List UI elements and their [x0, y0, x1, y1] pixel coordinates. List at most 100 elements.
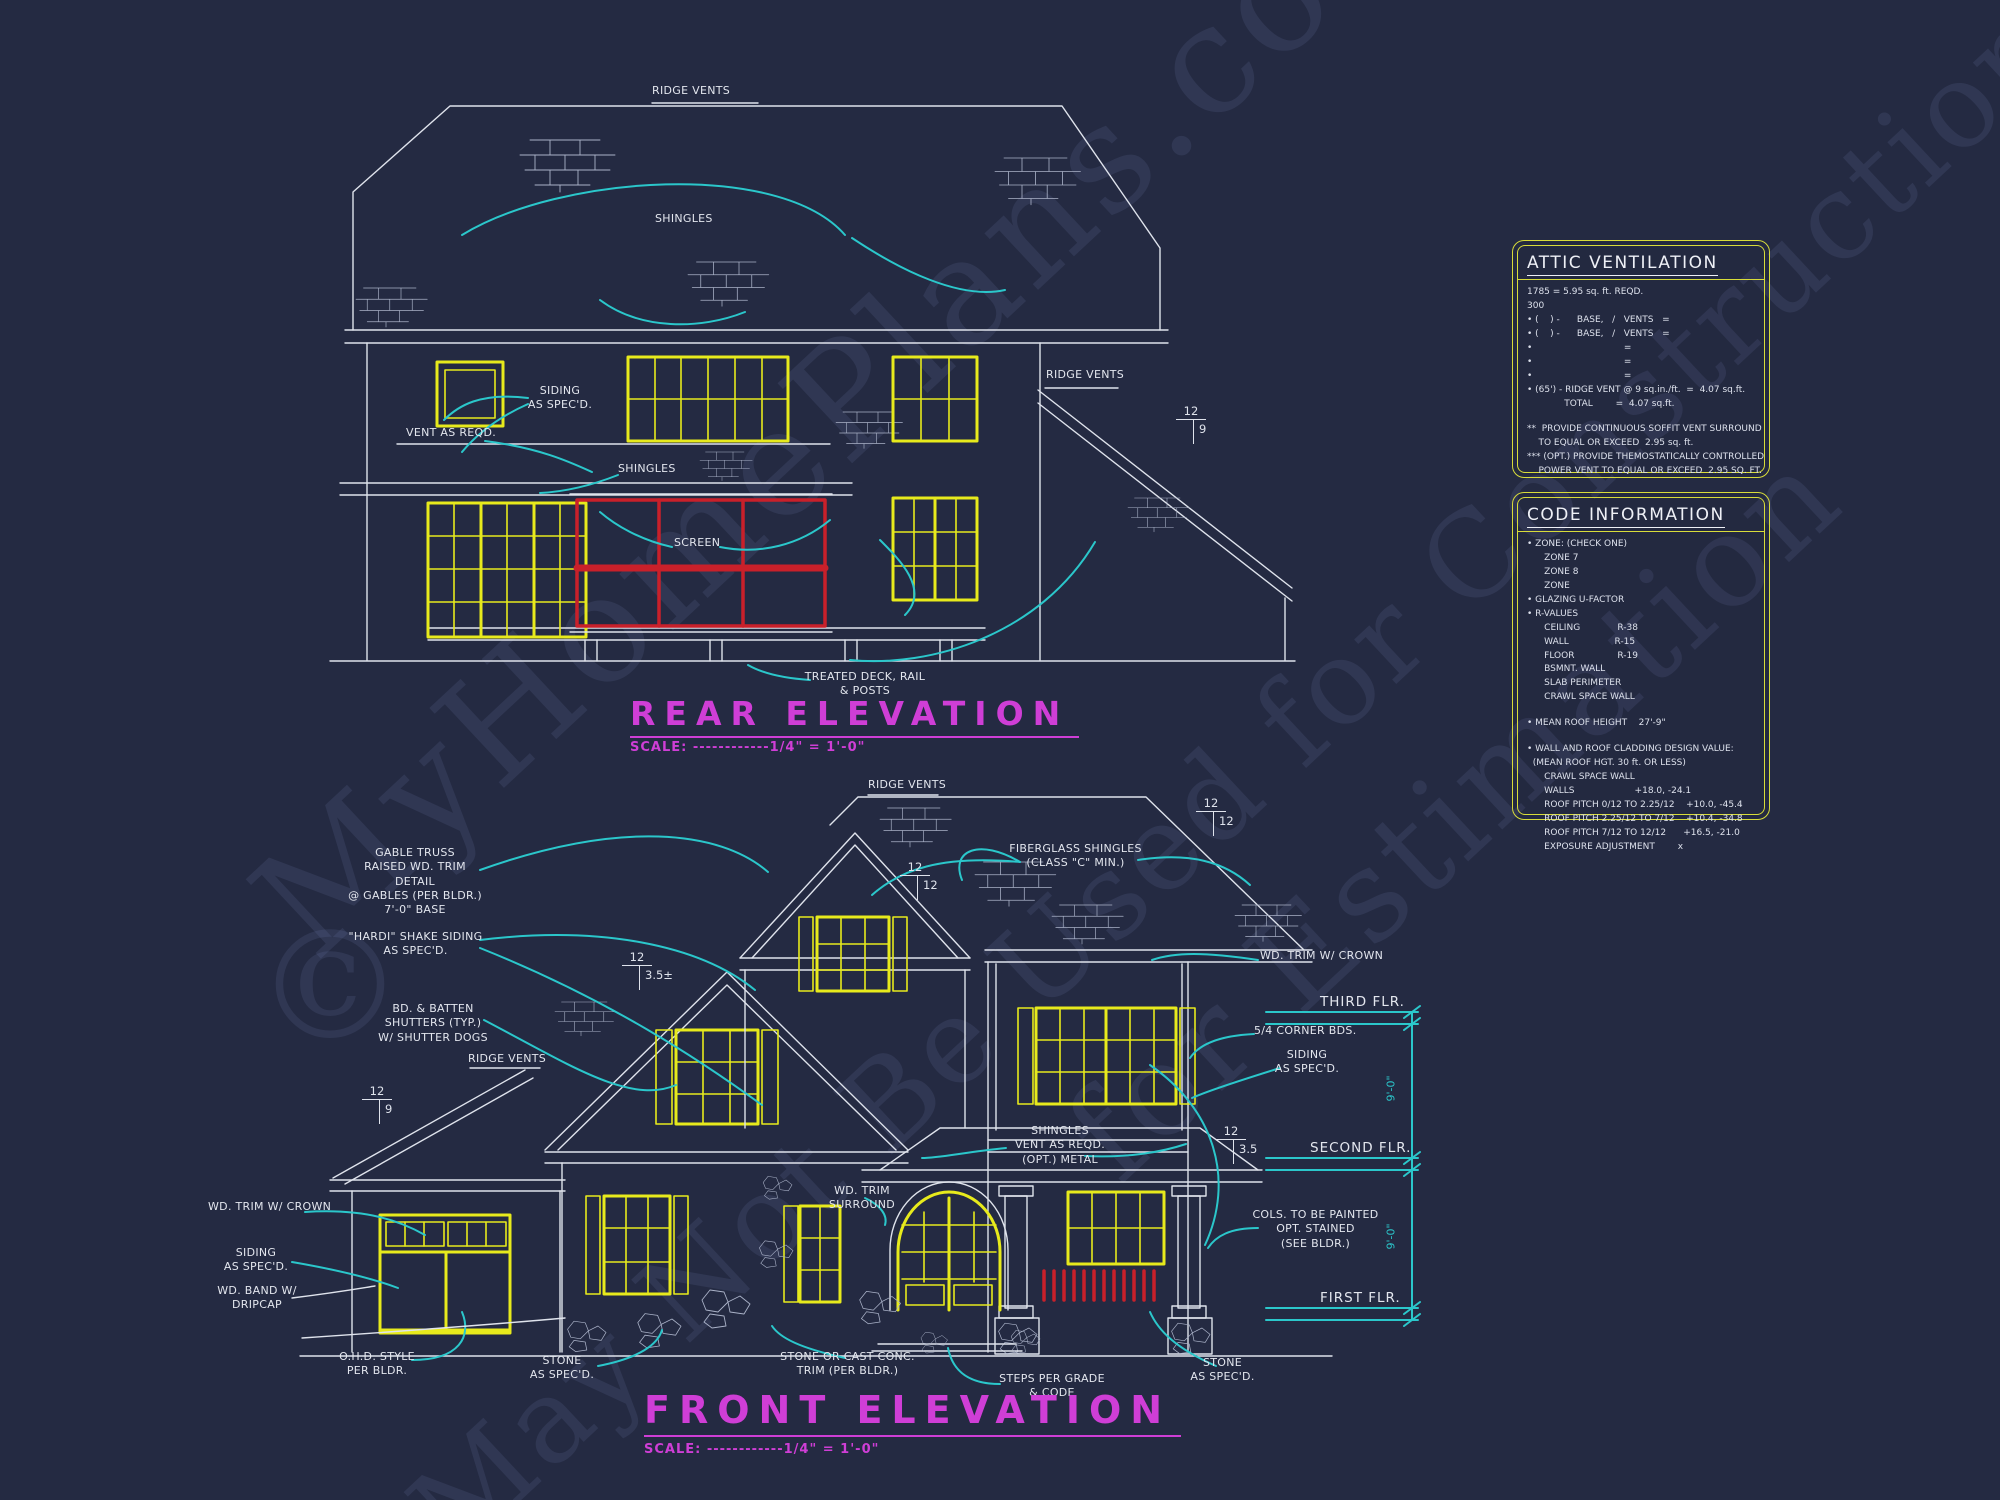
attic-line: ** PROVIDE CONTINUOUS SOFFIT VENT SURROU… [1527, 424, 1762, 435]
code-line: ROOF PITCH 7/12 TO 12/12 +16.5, -21.0 [1527, 827, 1740, 838]
code-line: ROOF PITCH 0/12 TO 2.25/12 +10.0, -45.4 [1527, 799, 1743, 810]
front-label-wd-band: WD. BAND W/ DRIPCAP [217, 1284, 297, 1312]
attic-line: 1785 = 5.95 sq. ft. REQD. [1527, 287, 1644, 297]
rear-label-deck: TREATED DECK, RAIL & POSTS [804, 670, 926, 698]
code-information-title: CODE INFORMATION [1527, 505, 1725, 528]
pitch-rise: 12 [1213, 812, 1234, 836]
dim-nine-feet-upper: 9'-0" [1384, 1075, 1398, 1102]
front-label-corner-bds: 5/4 CORNER BDS. [1254, 1024, 1357, 1037]
front-elevation-drawing [291, 794, 1421, 1385]
front-label-siding-left: SIDING AS SPEC'D. [223, 1246, 289, 1274]
attic-line: POWER VENT TO EQUAL OR EXCEED 2.95 SQ. F… [1527, 466, 1762, 477]
front-label-hardi: "HARDI" SHAKE SIDING AS SPEC'D. [348, 930, 483, 958]
code-line: ZONE 7 [1527, 552, 1579, 563]
front-label-steps: STEPS PER GRADE & CODE [999, 1372, 1105, 1400]
attic-line: • ( ) - BASE, / VENTS = [1527, 314, 1670, 325]
pitch-run: 12 [900, 860, 930, 876]
attic-line: 300 [1527, 300, 1545, 311]
code-line: • WALL AND ROOF CLADDING DESIGN VALUE: [1527, 744, 1734, 755]
rear-elevation-scale: SCALE: ------------1/4" = 1'-0" [630, 740, 866, 755]
code-line: (MEAN ROOF HGT. 30 ft. OR LESS) [1527, 758, 1686, 769]
second-floor-label: SECOND FLR. [1310, 1140, 1412, 1156]
code-line: SLAB PERIMETER [1527, 678, 1622, 689]
attic-line: TO EQUAL OR EXCEED 2.95 sq. ft. [1527, 438, 1694, 449]
attic-ventilation-title: ATTIC VENTILATION [1527, 253, 1718, 276]
front-label-gable-truss: GABLE TRUSS RAISED WD. TRIM DETAIL @ GAB… [348, 846, 482, 917]
attic-line: • = [1527, 342, 1632, 353]
pitch-run: 12 [1196, 796, 1226, 812]
attic-line: • ( ) - BASE, / VENTS = [1527, 328, 1670, 339]
pitch-run: 12 [1216, 1124, 1246, 1140]
code-line: WALL R-15 [1527, 636, 1636, 647]
pitch-rise: 9 [379, 1100, 392, 1124]
front-label-stone-cast: STONE OR CAST CONC. TRIM (PER BLDR.) [780, 1350, 915, 1378]
code-line: CEILING R-38 [1527, 622, 1638, 633]
front-label-wd-trim-left: WD. TRIM W/ CROWN [208, 1200, 332, 1213]
code-line: ROOF PITCH 2.25/12 TO 7/12 +10.4, -34.8 [1527, 813, 1743, 824]
front-elevation-title: FRONT ELEVATION [644, 1388, 1182, 1437]
pitch-rise: 9 [1193, 420, 1206, 444]
pitch-rise: 12 [917, 876, 938, 900]
rear-elevation-title: REAR ELEVATION [630, 694, 1080, 738]
code-line: • GLAZING U-FACTOR [1527, 594, 1625, 605]
front-label-bd-batten: BD. & BATTEN SHUTTERS (TYP.) W/ SHUTTER … [378, 1002, 488, 1044]
code-line: BSMNT. WALL [1527, 664, 1606, 675]
rear-label-shingles-roof: SHINGLES [655, 212, 713, 225]
attic-line: • (65') - RIDGE VENT @ 9 sq.in./ft. = 4.… [1527, 384, 1746, 395]
front-label-fiberglass: FIBERGLASS SHINGLES (CLASS "C" MIN.) [1009, 842, 1142, 870]
pitch-run: 12 [1176, 404, 1206, 420]
code-line: FLOOR R-19 [1527, 650, 1638, 661]
third-floor-label: THIRD FLR. [1320, 994, 1405, 1010]
rear-label-siding: SIDING AS SPEC'D. [527, 384, 593, 412]
attic-ventilation-panel-inner: ATTIC VENTILATION 1785 = 5.95 sq. ft. RE… [1517, 245, 1765, 476]
code-line: WALLS +18.0, -24.1 [1527, 786, 1692, 796]
attic-line: • = [1527, 356, 1632, 367]
front-elevation-scale: SCALE: ------------1/4" = 1'-0" [644, 1442, 880, 1457]
front-label-wd-surround: WD. TRIM SURROUND [828, 1184, 896, 1212]
attic-ventilation-panel: ATTIC VENTILATION 1785 = 5.95 sq. ft. RE… [1512, 240, 1770, 478]
attic-line: • = [1527, 370, 1632, 381]
front-label-wd-trim-right: WD. TRIM W/ CROWN [1260, 949, 1384, 962]
front-label-stone-left: STONE AS SPEC'D. [529, 1354, 595, 1382]
front-label-cols: COLS. TO BE PAINTED OPT. STAINED (SEE BL… [1252, 1208, 1379, 1250]
panel-rule [1518, 279, 1764, 280]
rear-label-ridge-vents-top: RIDGE VENTS [652, 84, 731, 97]
code-information-panel-inner: CODE INFORMATION • ZONE: (CHECK ONE) ZON… [1517, 497, 1765, 852]
rear-label-ridge-vents-right: RIDGE VENTS [1046, 368, 1125, 381]
code-line: ZONE [1527, 580, 1570, 591]
first-floor-label: FIRST FLR. [1320, 1290, 1401, 1306]
pitch-run: 12 [362, 1084, 392, 1100]
code-information-panel: CODE INFORMATION • ZONE: (CHECK ONE) ZON… [1512, 492, 1770, 852]
code-line: ZONE 8 [1527, 566, 1579, 577]
front-label-siding-right: SIDING AS SPEC'D. [1274, 1048, 1340, 1076]
front-label-ohd: O.H.D. STYLE PER BLDR. [339, 1350, 415, 1378]
front-label-ridge-vents-top: RIDGE VENTS [868, 778, 947, 791]
rear-label-shingles-porch: SHINGLES [618, 462, 676, 475]
pitch-rise: 3.5 [1233, 1140, 1257, 1164]
rear-label-vent-reqd: VENT AS REQD. [406, 426, 497, 439]
code-line: • MEAN ROOF HEIGHT 27'-9" [1527, 718, 1666, 729]
panel-rule [1518, 531, 1764, 532]
attic-line: *** (OPT.) PROVIDE THEMOSTATICALLY CONTR… [1527, 452, 1765, 463]
pitch-rise: 3.5± [639, 966, 673, 990]
code-line: EXPOSURE ADJUSTMENT x [1527, 841, 1684, 852]
front-label-stone-right: STONE AS SPEC'D. [1190, 1356, 1255, 1384]
rear-label-screen: SCREEN [674, 536, 721, 549]
code-line: CRAWL SPACE WALL [1527, 772, 1635, 783]
attic-line: TOTAL = 4.07 sq.ft. [1527, 398, 1675, 409]
dim-nine-feet-lower: 9'-0" [1384, 1223, 1398, 1250]
front-label-ridge-vents-garage: RIDGE VENTS [468, 1052, 547, 1065]
front-label-shingles-vent: SHINGLES VENT AS REQD. (OPT.) METAL [1014, 1124, 1106, 1166]
code-line: • R-VALUES [1527, 608, 1579, 619]
code-line: CRAWL SPACE WALL [1527, 692, 1635, 703]
pitch-run: 12 [622, 950, 652, 966]
rear-elevation-drawing [329, 102, 1296, 681]
